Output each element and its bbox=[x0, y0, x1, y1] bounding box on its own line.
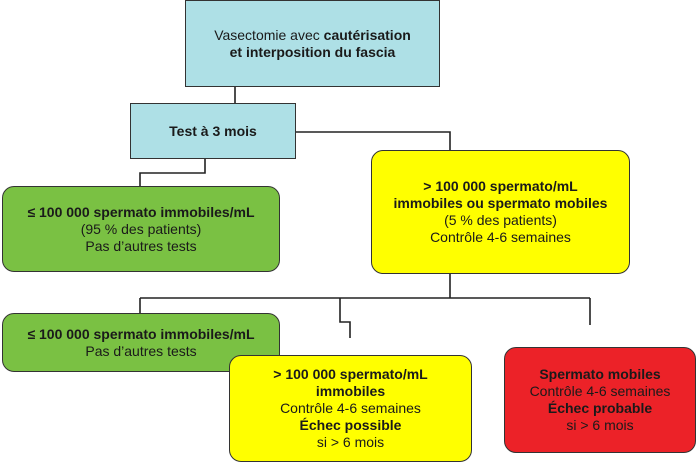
left2-no-tests: Pas d’autres tests bbox=[85, 342, 197, 359]
left1-title: ≤ 100 000 spermato immobiles/mL bbox=[27, 203, 255, 220]
left1-no-tests: Pas d’autres tests bbox=[85, 237, 197, 254]
test-label: Test à 3 mois bbox=[169, 122, 257, 139]
mid2-title1: > 100 000 spermato/mL bbox=[273, 366, 428, 382]
right1-mobile-box: > 100 000 spermato/mL immobiles ou sperm… bbox=[371, 150, 630, 274]
left1-patients: (95 % des patients) bbox=[80, 220, 202, 237]
right2-timeframe: si > 6 mois bbox=[566, 417, 634, 433]
connector-test-right1 bbox=[295, 131, 451, 150]
right1-patients: (5 % des patients) bbox=[444, 212, 557, 228]
mid2-timeframe: si > 6 mois bbox=[316, 434, 385, 450]
left1-immobile-box: ≤ 100 000 spermato immobiles/mL (95 % de… bbox=[2, 186, 280, 272]
right2-followup: Contrôle 4-6 semaines bbox=[529, 383, 671, 399]
mid2-title2: immobiles bbox=[315, 383, 386, 399]
connector-to-mid2 bbox=[339, 298, 351, 338]
left2-title: ≤ 100 000 spermato immobiles/mL bbox=[27, 325, 255, 342]
root-line1-bold: cautérisation bbox=[323, 26, 411, 43]
mid2-immobile-box: > 100 000 spermato/mL immobiles Contrôle… bbox=[229, 355, 472, 462]
root-vasectomy-box: Vasectomie avec cautérisation et interpo… bbox=[185, 0, 440, 87]
mid2-followup: Contrôle 4-6 semaines bbox=[280, 400, 421, 416]
connector-test-left1 bbox=[139, 158, 206, 186]
right2-failure-probable: Échec probable bbox=[547, 400, 653, 416]
test-3-months-box: Test à 3 mois bbox=[130, 103, 296, 159]
mid2-failure-possible: Échec possible bbox=[299, 417, 402, 433]
right2-mobile-box: Spermato mobiles Contrôle 4-6 semaines É… bbox=[504, 347, 696, 453]
right1-title2: immobiles ou spermato mobiles bbox=[393, 195, 608, 211]
right1-title1: > 100 000 spermato/mL bbox=[423, 178, 578, 194]
left2-immobile-box: ≤ 100 000 spermato immobiles/mL Pas d’au… bbox=[2, 313, 280, 372]
root-line1: Vasectomie avec bbox=[214, 26, 324, 43]
root-line2: et interposition du fascia bbox=[229, 43, 396, 60]
right1-followup: Contrôle 4-6 semaines bbox=[430, 229, 571, 245]
right2-title: Spermato mobiles bbox=[539, 366, 661, 382]
